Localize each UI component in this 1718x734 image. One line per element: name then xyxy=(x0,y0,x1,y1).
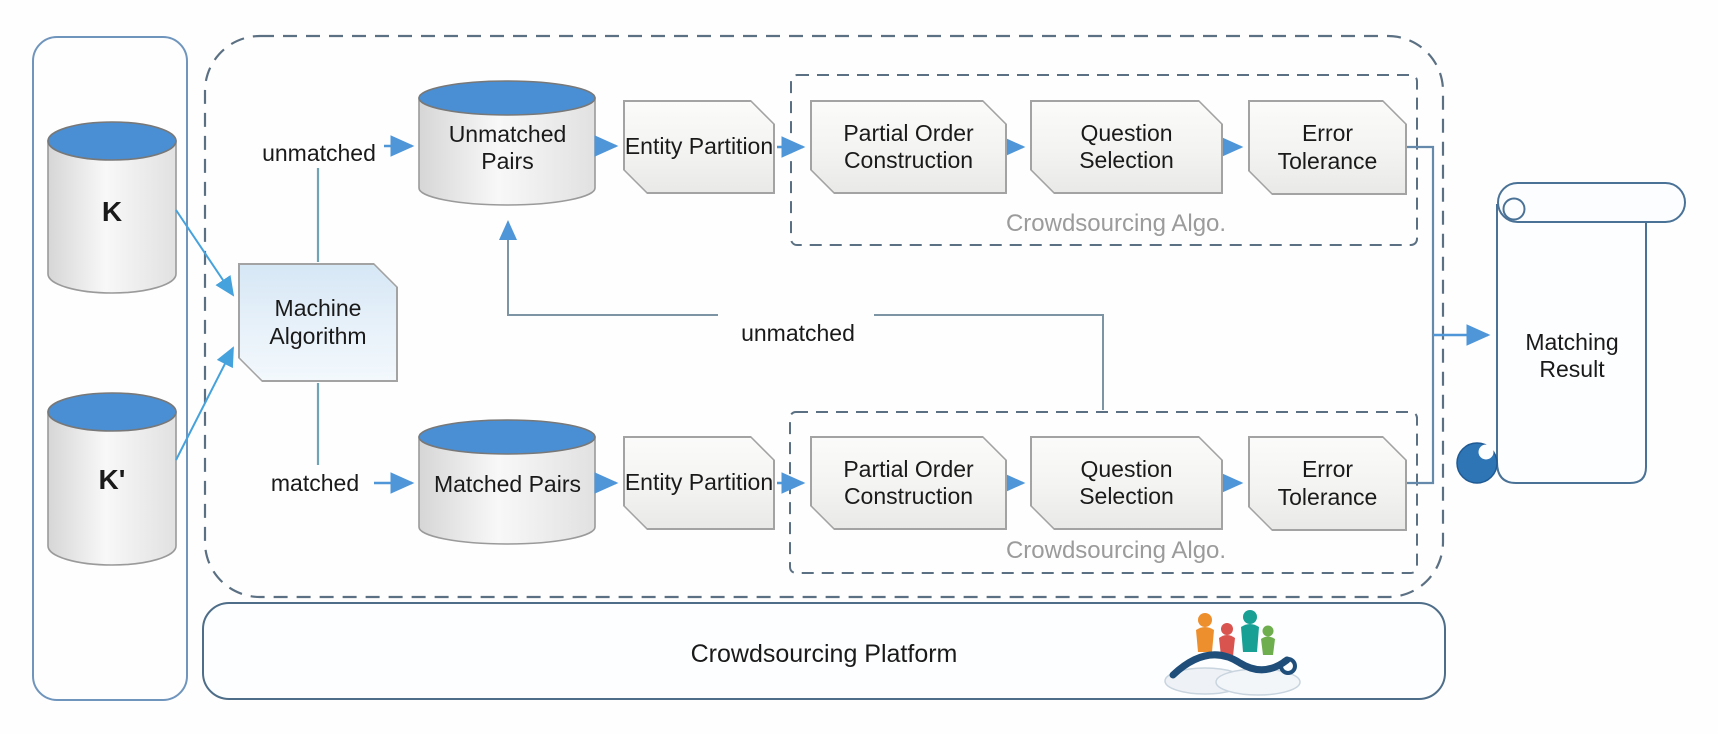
partial-order-node-bottom: Partial Order Construction xyxy=(810,436,1007,530)
error-tolerance-node-top: Error Tolerance xyxy=(1248,100,1407,195)
logo-wave-curl xyxy=(1279,657,1297,675)
partial-order-label-bottom: Partial Order Construction xyxy=(843,455,974,509)
unmatched-feedback-line-right xyxy=(874,314,1104,410)
entity-partition-node-top: Entity Partition xyxy=(623,100,775,194)
error-bottom-to-result-elbow xyxy=(1407,335,1435,485)
matched-pairs-cylinder xyxy=(418,419,596,545)
question-selection-label-top: Question Selection xyxy=(1079,119,1174,173)
crowdsourcing-algo-caption-top: Crowdsourcing Algo. xyxy=(1005,210,1227,237)
crowdsourcing-platform-box xyxy=(202,602,1446,700)
machine-algorithm-label: Machine Algorithm xyxy=(269,295,367,349)
matching-result-scroll xyxy=(1456,182,1686,484)
scroll-top-curl xyxy=(1502,197,1526,221)
k-prime-to-machine-arrow xyxy=(175,346,234,461)
machine-algorithm-node: Machine Algorithm xyxy=(238,263,398,382)
entity-partition-label-bottom: Entity Partition xyxy=(624,469,774,496)
logo-person-green xyxy=(1261,625,1275,655)
logo-person-teal xyxy=(1241,610,1259,652)
k-to-machine-arrow xyxy=(175,209,235,297)
crowdsourcing-platform-logo-icon xyxy=(1164,610,1301,696)
entity-partition-node-bottom: Entity Partition xyxy=(623,436,775,530)
logo-person-red xyxy=(1219,623,1235,656)
logo-person-orange xyxy=(1196,613,1214,652)
k-database-cylinder xyxy=(47,121,177,294)
entity-partition-label-top: Entity Partition xyxy=(624,133,774,160)
crowdsourcing-algo-box-top xyxy=(790,74,1418,246)
logo-wave xyxy=(1169,651,1291,679)
question-selection-node-bottom: Question Selection xyxy=(1030,436,1223,530)
partial-order-label-top: Partial Order Construction xyxy=(843,119,974,173)
error-tolerance-node-bottom: Error Tolerance xyxy=(1248,436,1407,531)
machine-crowd-dashed-boundary xyxy=(203,34,1445,599)
error-top-to-result-elbow xyxy=(1407,145,1435,335)
k-prime-database-cylinder xyxy=(47,392,177,566)
crowdsourcing-algo-caption-bottom: Crowdsourcing Algo. xyxy=(1005,537,1227,564)
unmatched-feedback-line-left xyxy=(499,220,718,316)
error-tolerance-label-top: Error Tolerance xyxy=(1277,120,1378,174)
partial-order-node-top: Partial Order Construction xyxy=(810,100,1007,194)
question-selection-label-bottom: Question Selection xyxy=(1079,455,1174,509)
question-selection-node-top: Question Selection xyxy=(1030,100,1223,194)
error-tolerance-label-bottom: Error Tolerance xyxy=(1277,456,1378,510)
unmatched-pairs-cylinder xyxy=(418,80,596,206)
